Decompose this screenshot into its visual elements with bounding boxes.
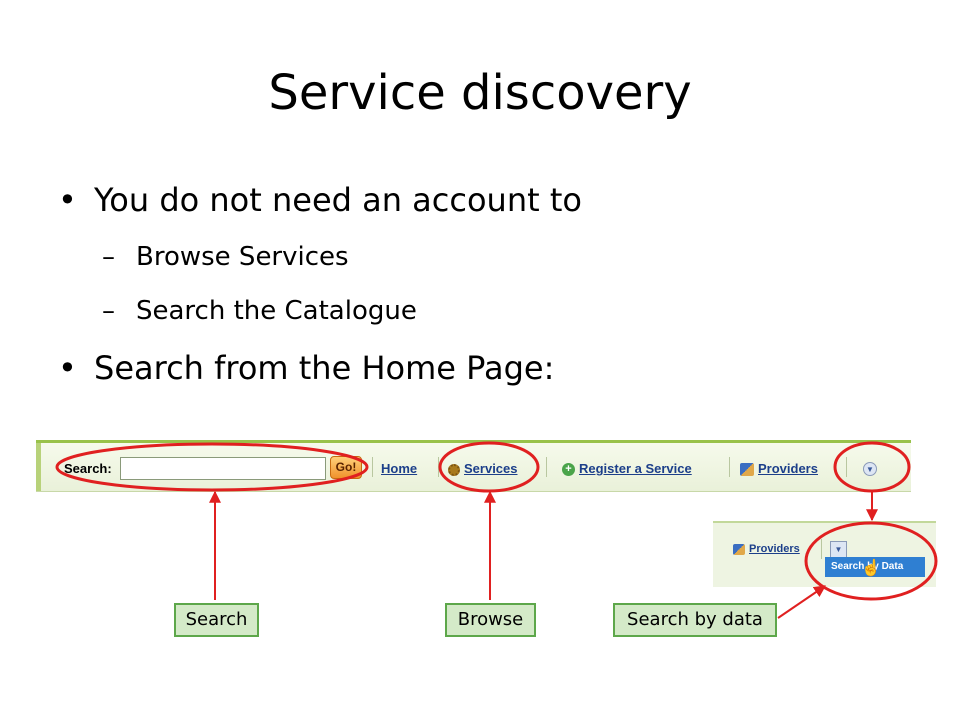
- services-highlight-ellipse: [438, 441, 540, 493]
- subitem-browse: –Browse Services: [102, 240, 349, 274]
- providers-link[interactable]: Providers: [740, 461, 818, 477]
- dropdown-zoom-screenshot: Providers ▼ Search by Data ☝: [713, 521, 936, 587]
- toolbar-accent: [36, 443, 41, 491]
- divider: [821, 539, 822, 559]
- subitem-browse-text: Browse Services: [136, 242, 349, 272]
- divider: [846, 457, 847, 477]
- slide-title: Service discovery: [268, 65, 692, 121]
- search-by-data-arrow: [777, 585, 826, 619]
- subitem-search-text: Search the Catalogue: [136, 296, 417, 326]
- divider: [729, 457, 730, 477]
- bullet-2: • Search from the Home Page:: [58, 348, 554, 388]
- dropdown-highlight-ellipse: [833, 441, 911, 493]
- bullet-2-text: Search from the Home Page:: [94, 349, 555, 387]
- search-input[interactable]: [120, 457, 326, 480]
- providers-link-zoom[interactable]: Providers: [733, 543, 800, 555]
- services-link[interactable]: Services: [448, 461, 518, 476]
- providers-icon: [740, 463, 754, 477]
- services-label: Services: [464, 461, 518, 476]
- divider: [372, 457, 373, 477]
- plus-icon: +: [562, 463, 575, 477]
- providers-icon: [733, 543, 745, 555]
- catalogue-toolbar-screenshot: Search: Go! Home Services + Register a Se…: [36, 440, 911, 492]
- bullet-dot-icon: •: [58, 181, 77, 219]
- dash-icon: –: [102, 242, 115, 272]
- search-label: Search:: [64, 461, 112, 476]
- go-button[interactable]: Go!: [330, 456, 362, 479]
- divider: [546, 457, 547, 477]
- register-service-link[interactable]: + Register a Service: [562, 461, 692, 477]
- search-highlight-ellipse: [55, 442, 369, 492]
- zoom-highlight-ellipse: [804, 521, 938, 601]
- bullet-1: • You do not need an account to: [58, 180, 582, 220]
- bullet-1-text: You do not need an account to: [94, 181, 582, 219]
- more-dropdown[interactable]: ▼: [863, 460, 881, 476]
- search-by-data-callout: Search by data: [613, 603, 777, 637]
- subitem-search: –Search the Catalogue: [102, 294, 417, 328]
- search-by-data-menu-item[interactable]: Search by Data: [825, 557, 925, 577]
- gear-icon: [448, 463, 460, 476]
- bullet-dot-icon: •: [58, 349, 77, 387]
- browse-callout: Browse: [445, 603, 536, 637]
- register-service-label: Register a Service: [579, 461, 692, 476]
- dash-icon: –: [102, 296, 115, 326]
- hand-cursor-icon: ☝: [861, 560, 881, 577]
- providers-label: Providers: [758, 461, 818, 476]
- providers-label-zoom: Providers: [749, 543, 800, 555]
- chevron-down-icon: ▼: [863, 461, 877, 476]
- search-callout: Search: [174, 603, 259, 637]
- home-link[interactable]: Home: [381, 461, 418, 476]
